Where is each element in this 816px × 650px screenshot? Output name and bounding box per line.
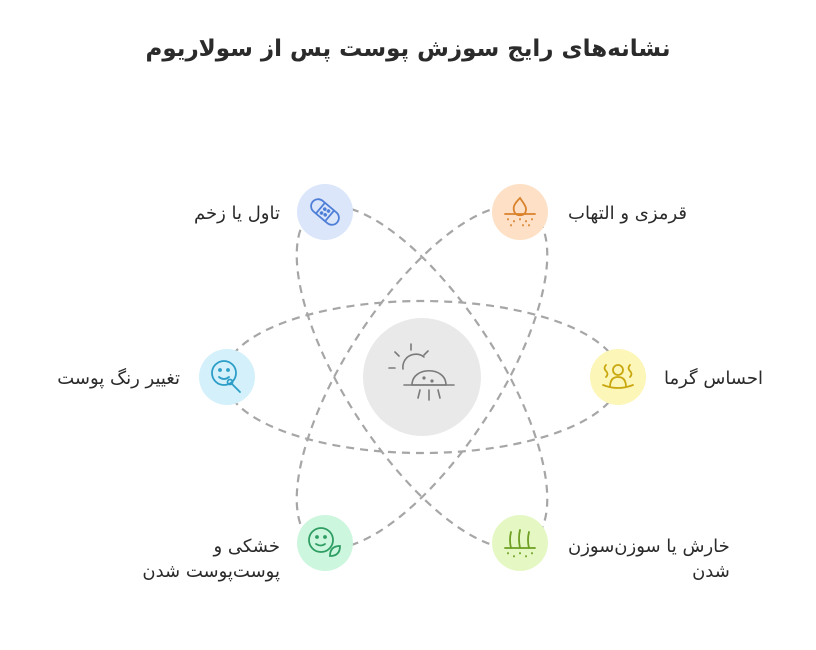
label-itching: خارش یا سوزن‌سوزن شدن xyxy=(568,534,730,584)
sun-skin-icon xyxy=(388,343,455,401)
label-heat: احساس گرما xyxy=(664,368,763,389)
diagram-title: نشانه‌های رایج سوزش پوست پس از سولاریوم xyxy=(145,36,671,62)
label-blister: تاول یا زخم xyxy=(193,203,280,224)
heat-person-icon xyxy=(602,364,634,389)
label-dryness-line-2: پوست‌پوست شدن xyxy=(142,561,280,582)
node-redness xyxy=(492,184,548,240)
label-itching-line-2: شدن xyxy=(692,561,730,582)
skin-flame-icon xyxy=(504,196,536,227)
node-heat xyxy=(590,349,646,405)
skin-hair-icon xyxy=(504,529,536,558)
label-dryness-line-1: خشکی و xyxy=(213,536,280,557)
label-color: تغییر رنگ پوست xyxy=(57,368,180,389)
face-leaf-icon xyxy=(308,527,341,557)
bandage-icon xyxy=(310,198,340,226)
node-itching xyxy=(492,515,548,571)
node-color xyxy=(199,349,255,405)
label-redness: قرمزی و التهاب xyxy=(568,203,687,224)
center-node xyxy=(363,318,481,436)
node-blister xyxy=(297,184,353,240)
node-dryness xyxy=(297,515,353,571)
face-brush-icon xyxy=(211,360,241,393)
label-itching-line-1: خارش یا سوزن‌سوزن xyxy=(568,536,730,557)
label-dryness: خشکی و پوست‌پوست شدن xyxy=(142,534,280,584)
